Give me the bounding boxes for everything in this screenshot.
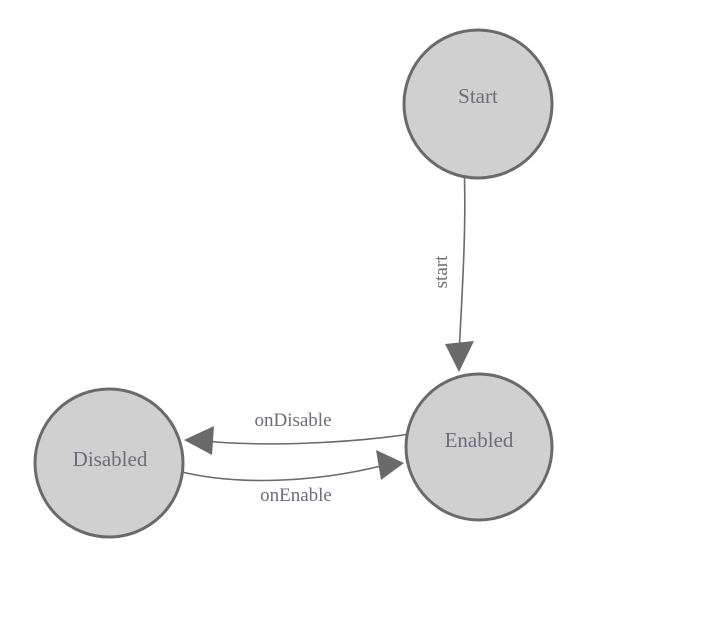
edge-enabled-to-disabled[interactable]: onDisable: [184, 410, 411, 455]
node-disabled[interactable]: Disabled: [33, 387, 185, 539]
arrowhead-right-icon: [376, 450, 404, 480]
edge-enabled-to-disabled-path: [204, 433, 411, 445]
arrowhead-down-icon: [445, 341, 474, 372]
edge-disabled-to-enabled[interactable]: onEnable: [177, 450, 404, 506]
node-enabled-label: Enabled: [445, 428, 514, 452]
edge-label-start: start: [431, 255, 452, 288]
node-enabled[interactable]: Enabled: [404, 372, 554, 522]
edge-label-ondisable: onDisable: [254, 410, 331, 431]
edge-disabled-to-enabled-path: [177, 465, 382, 482]
edge-start-to-enabled[interactable]: start: [431, 177, 474, 372]
node-start-label: Start: [458, 84, 498, 108]
node-disabled-circle[interactable]: [33, 387, 185, 539]
node-disabled-label: Disabled: [73, 447, 148, 471]
edge-label-onenable: onEnable: [260, 485, 332, 506]
node-enabled-circle[interactable]: [404, 372, 554, 522]
arrowhead-left-icon: [184, 426, 214, 455]
node-start[interactable]: Start: [402, 28, 554, 180]
node-start-circle[interactable]: [402, 28, 554, 180]
edge-start-to-enabled-path: [458, 177, 466, 347]
